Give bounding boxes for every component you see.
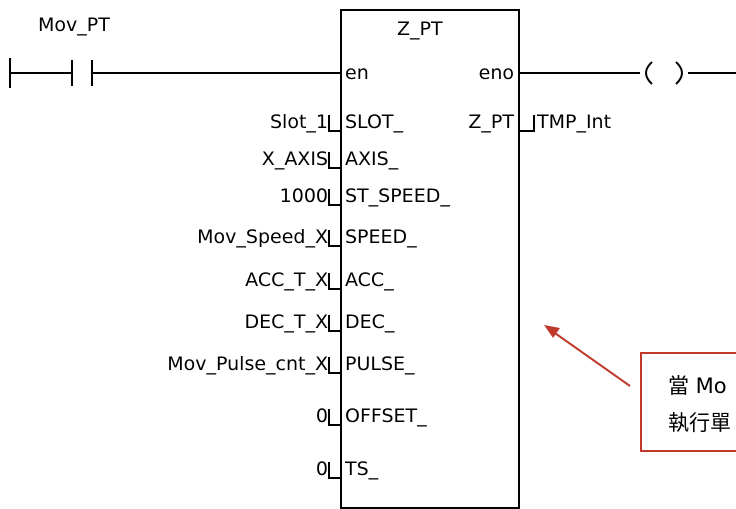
input-tick (328, 167, 340, 169)
output-tick (520, 130, 534, 132)
input-variable: Slot_1 (269, 111, 328, 133)
rung-wiring (9, 58, 736, 387)
input-tick-v (328, 357, 330, 374)
input-tick (328, 424, 340, 426)
input-variable: Mov_Speed_X (197, 226, 328, 248)
input-tick-v (328, 462, 330, 479)
input-pin: ST_SPEED_ (345, 185, 450, 207)
input-tick-v (328, 409, 330, 426)
input-pin: SPEED_ (345, 226, 417, 248)
input-tick (328, 245, 340, 247)
output-variable: TMP_Int (537, 111, 612, 133)
contact-label: Mov_PT (38, 14, 110, 36)
annotation-line-1: 當 Mo (668, 374, 727, 398)
input-tick (328, 130, 340, 132)
input-tick (328, 288, 340, 290)
input-variable: ACC_T_X (245, 269, 328, 291)
input-tick-v (328, 315, 330, 332)
annotation-callout: 當 Mo 執行單 (640, 352, 736, 452)
input-tick (328, 204, 340, 206)
input-pin: ACC_ (345, 269, 394, 291)
input-tick-v (328, 230, 330, 247)
input-pin: TS_ (345, 458, 379, 480)
block-title: Z_PT (397, 18, 443, 40)
input-variable: Mov_Pulse_cnt_X (167, 353, 328, 375)
input-tick (328, 477, 340, 479)
eno-pin: eno (478, 62, 514, 84)
input-tick (328, 372, 340, 374)
input-pin: DEC_ (345, 311, 395, 333)
input-pin: SLOT_ (345, 111, 404, 133)
input-tick-v (328, 189, 330, 206)
input-pin: AXIS_ (345, 148, 399, 170)
en-pin: en (345, 62, 369, 84)
input-tick-v (328, 152, 330, 169)
input-tick-v (328, 115, 330, 132)
input-variable: X_AXIS (261, 148, 328, 170)
input-variable: 1000 (279, 185, 328, 207)
function-block[interactable] (340, 9, 520, 509)
output-pin: Z_PT (468, 111, 514, 133)
input-pin: PULSE_ (345, 353, 415, 375)
input-pin: OFFSET_ (345, 405, 427, 427)
output-tick-v (533, 115, 535, 132)
annotation-line-2: 執行單 (668, 411, 731, 435)
input-variable: 0 (315, 405, 328, 427)
input-variable: DEC_T_X (244, 311, 328, 333)
input-variable: 0 (315, 458, 328, 480)
input-tick-v (328, 273, 330, 290)
input-tick (328, 330, 340, 332)
